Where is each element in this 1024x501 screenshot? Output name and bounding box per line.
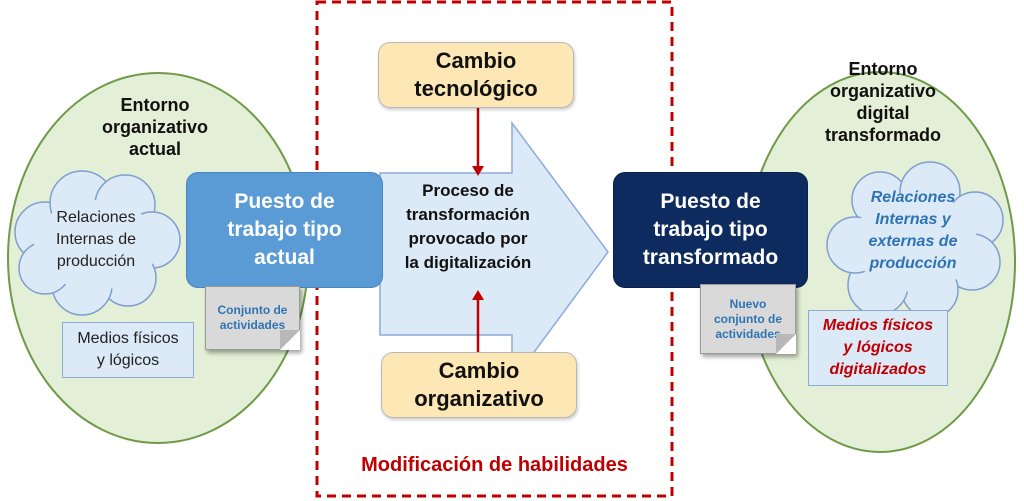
left-relations-text: Relaciones Internas de producción [55,209,137,270]
transformation-arrow [379,120,609,385]
transformed-job-box: Puesto de trabajo tipo transformado [613,172,808,288]
bottom-connector-head [472,290,484,300]
transformation-process-text: Proceso de transformación provocado por … [404,181,532,272]
current-job-box: Puesto de trabajo tipo actual [186,172,383,288]
top-connector-head [472,166,484,176]
right-means-box: Medios físicos y lógicos digitalizados [808,310,948,386]
left-cloud-shape [14,170,181,316]
skills-modification-label: Modificación de habilidades [361,454,628,476]
right-environment-title: Entorno organizativo digital transformad… [824,59,941,145]
organizational-change-box: Cambio organizativo [381,352,577,418]
technological-change-box: Cambio tecnológico [378,42,574,108]
new-activities-note: Nuevo conjunto de actividades [700,284,796,354]
right-cloud-shape [826,161,1004,319]
current-activities-note: Conjunto de actividades [205,286,300,350]
left-environment-title: Entorno organizativo actual [101,95,208,159]
left-means-box: Medios físicos y lógicos [62,322,194,378]
right-relations-text: Relaciones Internas y externas de produc… [868,189,958,272]
